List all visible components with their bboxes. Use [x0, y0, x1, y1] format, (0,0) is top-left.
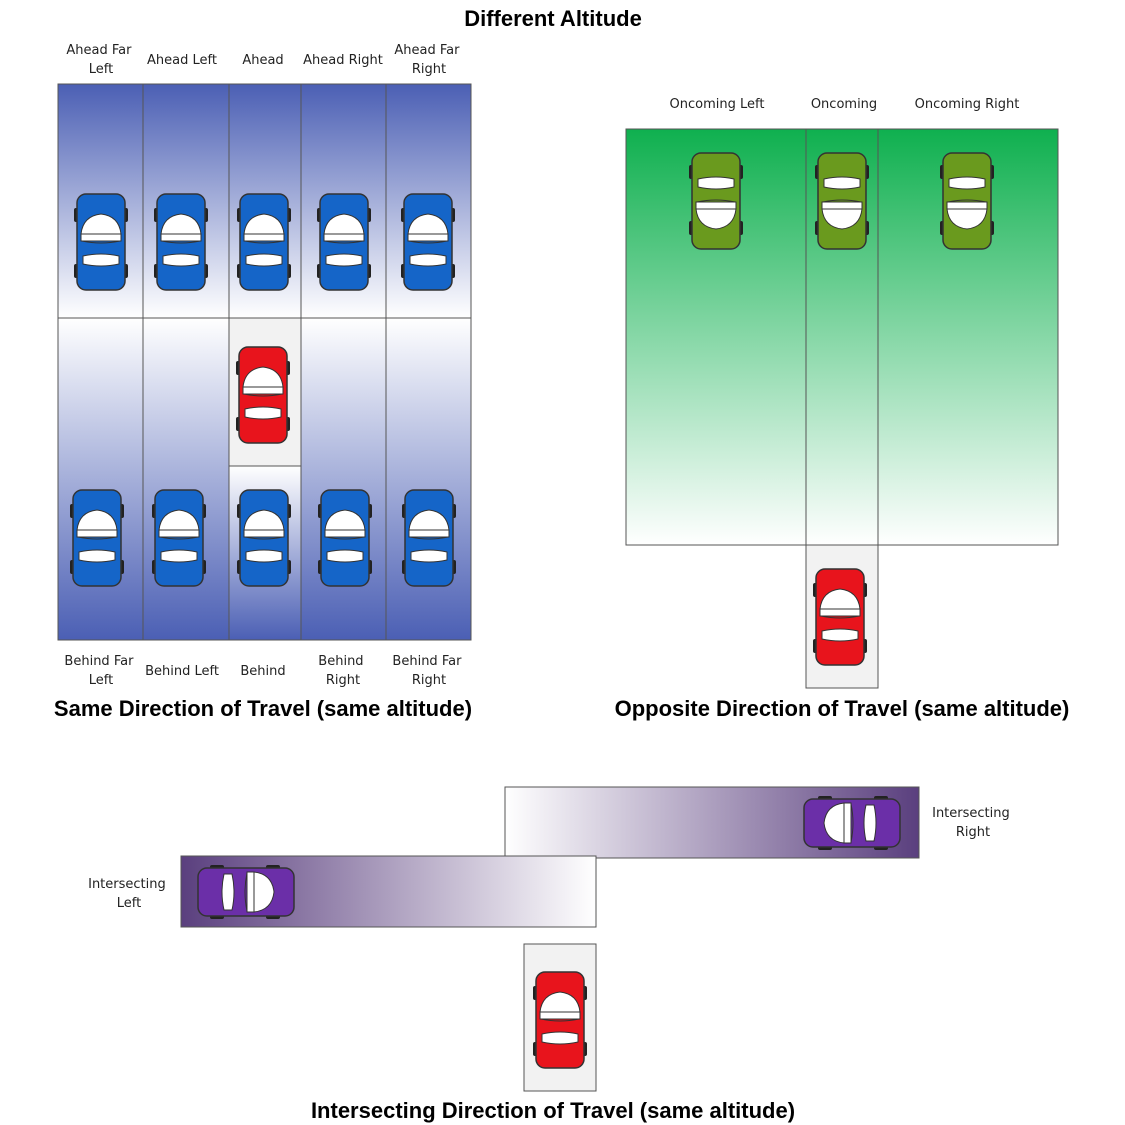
- label-oncoming: Oncoming: [811, 97, 877, 112]
- same-direction-section: Ahead Far Left Ahead Left Ahead Ahead Ri…: [54, 43, 472, 721]
- label-behind-far-right: Behind Far Right: [392, 654, 465, 688]
- intersecting-direction-section: Intersecting Right Intersecting Left Int…: [88, 786, 1014, 1123]
- label-behind: Behind: [240, 664, 285, 679]
- same-direction-vehicle: [401, 193, 455, 291]
- own-vehicle: [533, 971, 587, 1069]
- label-behind-right: Behind Right: [318, 654, 367, 688]
- label-oncoming-left: Oncoming Left: [670, 97, 765, 112]
- own-vehicle: [813, 568, 867, 666]
- oncoming-vehicle: [940, 152, 994, 250]
- same-direction-caption: Same Direction of Travel (same altitude): [54, 696, 472, 721]
- label-intersecting-left: Intersecting Left: [88, 877, 170, 911]
- opposite-direction-section: Oncoming Left Oncoming Oncoming Right Op…: [615, 97, 1070, 721]
- behind-zone-cell: [300, 317, 387, 641]
- same-direction-vehicle: [237, 193, 291, 291]
- top-title: Different Altitude: [464, 6, 642, 31]
- label-ahead-right: Ahead Right: [303, 53, 383, 68]
- label-behind-left: Behind Left: [145, 664, 219, 679]
- oncoming-vehicle: [815, 152, 869, 250]
- label-intersecting-right: Intersecting Right: [932, 806, 1014, 840]
- behind-zone-cell: [385, 317, 472, 641]
- same-direction-vehicle: [318, 489, 372, 587]
- behind-zone-cell: [142, 317, 230, 641]
- intersecting-direction-caption: Intersecting Direction of Travel (same a…: [311, 1098, 795, 1123]
- same-direction-vehicle: [402, 489, 456, 587]
- intersecting-vehicle: [803, 796, 901, 850]
- label-behind-far-left: Behind Far Left: [64, 654, 137, 688]
- intersecting-vehicle: [197, 865, 295, 919]
- oncoming-vehicle: [689, 152, 743, 250]
- own-vehicle: [236, 346, 290, 444]
- same-direction-vehicle: [70, 489, 124, 587]
- label-ahead-far-left: Ahead Far Left: [66, 43, 135, 77]
- label-ahead-left: Ahead Left: [147, 53, 217, 68]
- opposite-direction-caption: Opposite Direction of Travel (same altit…: [615, 696, 1070, 721]
- label-oncoming-right: Oncoming Right: [915, 97, 1020, 112]
- same-direction-vehicle: [317, 193, 371, 291]
- same-direction-vehicle: [152, 489, 206, 587]
- label-ahead: Ahead: [242, 53, 283, 68]
- behind-zone-cell: [57, 317, 144, 641]
- same-direction-vehicle: [74, 193, 128, 291]
- label-ahead-far-right: Ahead Far Right: [394, 43, 463, 77]
- same-direction-vehicle: [154, 193, 208, 291]
- same-direction-vehicle: [237, 489, 291, 587]
